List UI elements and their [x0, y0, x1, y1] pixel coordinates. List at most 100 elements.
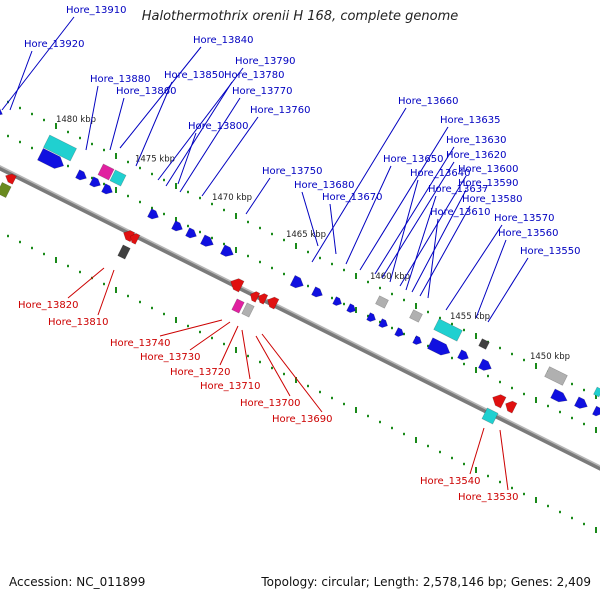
reverse-gene-label: Hore_13710: [200, 381, 261, 392]
forward-gene-label: Hore_13750: [262, 166, 323, 177]
forward-label-leader: [165, 81, 233, 187]
minor-tick: [7, 234, 9, 238]
gene-block-shape: [375, 295, 389, 309]
forward-gene-label: Hore_13920: [24, 39, 85, 50]
major-tick: [355, 273, 357, 279]
gene-block-shape: [117, 244, 131, 260]
forward-gene: [477, 358, 492, 371]
forward-gene-label: Hore_13570: [494, 213, 555, 224]
major-tick: [535, 397, 537, 403]
forward-gene-label: Hore_13800: [188, 121, 249, 132]
minor-tick: [571, 416, 573, 420]
forward-gene-shape: [332, 296, 342, 306]
forward-gene: [332, 296, 342, 306]
forward-gene-shape: [346, 303, 356, 313]
forward-gene-shape: [457, 349, 469, 361]
minor-tick: [451, 356, 453, 360]
forward-label-leader: [411, 189, 467, 293]
forward-label-leader: [475, 239, 507, 319]
forward-gene: [592, 405, 600, 417]
minor-tick: [163, 312, 165, 316]
minor-tick: [511, 386, 513, 390]
forward-label-leader: [85, 85, 99, 151]
minor-tick: [331, 296, 333, 300]
minor-tick: [127, 294, 129, 298]
forward-label-leader: [177, 132, 197, 185]
minor-tick: [223, 342, 225, 346]
forward-gene: [394, 327, 404, 337]
major-tick: [595, 427, 597, 433]
major-tick: [55, 257, 57, 263]
minor-tick: [523, 392, 525, 396]
major-tick: [535, 497, 537, 503]
minor-tick: [187, 224, 189, 228]
forward-gene-label: Hore_13600: [458, 164, 519, 175]
reverse-gene-label: Hore_13540: [420, 476, 481, 487]
minor-tick: [403, 298, 405, 302]
forward-label-leader: [179, 97, 241, 193]
forward-label-leader: [374, 146, 455, 275]
reverse-gene-label: Hore_13820: [18, 300, 79, 311]
minor-tick: [271, 266, 273, 270]
gene-block: [231, 298, 245, 314]
gene-block-shape: [481, 407, 499, 425]
genome-backbone-highlight: [0, 165, 600, 467]
minor-tick: [127, 160, 129, 164]
forward-gene-label: Hore_13630: [446, 135, 507, 146]
forward-gene-label: Hore_13650: [383, 154, 444, 165]
major-tick: [175, 217, 177, 223]
minor-tick: [247, 254, 249, 258]
minor-tick: [331, 262, 333, 266]
forward-gene-shape: [573, 396, 588, 409]
gene-block: [375, 295, 389, 309]
minor-tick: [559, 410, 561, 414]
major-tick: [595, 527, 597, 533]
forward-gene-shape: [37, 147, 65, 169]
minor-tick: [271, 366, 273, 370]
minor-tick: [259, 226, 261, 230]
minor-tick: [571, 382, 573, 386]
minor-tick: [319, 390, 321, 394]
forward-label-leader: [301, 191, 319, 247]
minor-tick: [547, 504, 549, 508]
forward-gene-label: Hore_13550: [520, 246, 581, 257]
minor-tick: [367, 414, 369, 418]
forward-gene-shape: [219, 244, 234, 257]
minor-tick: [571, 516, 573, 520]
forward-label-leader: [419, 205, 471, 297]
minor-tick: [427, 310, 429, 314]
minor-tick: [523, 492, 525, 496]
minor-tick: [223, 242, 225, 246]
minor-tick: [487, 474, 489, 478]
major-tick: [415, 303, 417, 309]
gene-block: [117, 244, 131, 260]
reverse-gene-shape: [267, 296, 280, 310]
reverse-gene-label: Hore_13720: [170, 367, 231, 378]
gene-block: [241, 302, 255, 318]
reverse-label-leader: [159, 319, 223, 337]
forward-label-leader: [329, 203, 337, 255]
major-tick: [235, 247, 237, 253]
minor-tick: [163, 178, 165, 182]
major-tick: [55, 123, 57, 129]
reverse-label-leader: [189, 321, 231, 351]
forward-gene: [346, 303, 356, 313]
minor-tick: [343, 302, 345, 306]
minor-tick: [31, 112, 33, 116]
minor-tick: [319, 256, 321, 260]
major-tick: [475, 467, 477, 473]
forward-gene-label: Hore_13660: [398, 96, 459, 107]
minor-tick: [427, 444, 429, 448]
forward-label-leader: [445, 224, 503, 311]
minor-tick: [547, 404, 549, 408]
major-tick: [535, 363, 537, 369]
minor-tick: [43, 118, 45, 122]
minor-tick: [31, 146, 33, 150]
forward-gene: [147, 208, 159, 220]
minor-tick: [79, 270, 81, 274]
minor-tick: [199, 330, 201, 334]
reverse-gene-label: Hore_13700: [240, 398, 301, 409]
